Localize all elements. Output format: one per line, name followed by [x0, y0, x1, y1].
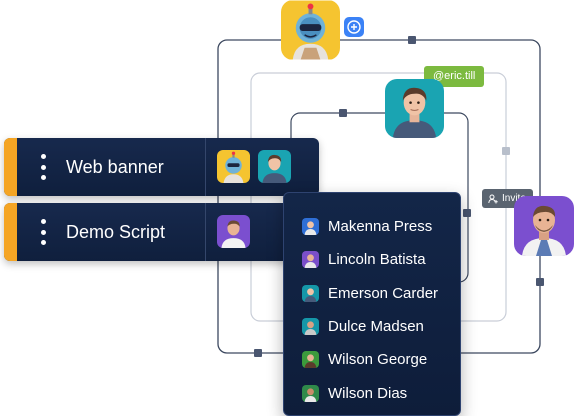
project-title: Demo Script — [66, 222, 166, 242]
card-divider — [205, 203, 206, 261]
eric-avatar[interactable] — [385, 79, 444, 138]
kebab-menu-icon[interactable] — [40, 219, 46, 245]
project-title: Web banner — [66, 157, 164, 177]
person-avatar-icon — [302, 250, 319, 268]
person-name: Dulce Madsen — [328, 317, 424, 335]
invite-label: Invite — [502, 193, 526, 204]
person-name: Makenna Press — [328, 217, 433, 235]
add-assignee-button[interactable] — [344, 17, 364, 37]
card-accent — [4, 138, 17, 196]
man-avatar-icon — [217, 215, 250, 248]
assignee-man-avatar[interactable] — [217, 215, 250, 248]
project-card-demo-script[interactable]: Demo Script — [4, 203, 319, 261]
person-avatar-icon — [302, 217, 319, 235]
card-divider — [205, 138, 206, 196]
card-accent — [4, 203, 17, 261]
person-avatar-icon — [302, 317, 319, 335]
people-list: Makenna Press Lincoln Batista Emerson Ca… — [283, 192, 461, 416]
list-item[interactable]: Makenna Press — [302, 215, 432, 237]
avatar — [302, 217, 319, 235]
list-item[interactable]: Lincoln Batista — [302, 248, 426, 270]
assignee-man-avatar[interactable] — [258, 150, 291, 183]
avatar — [302, 284, 319, 302]
person-name: Emerson Carder — [328, 284, 439, 302]
list-item[interactable]: Wilson George — [302, 348, 427, 370]
person-avatar-icon — [302, 350, 319, 368]
man-avatar-icon — [514, 196, 574, 256]
person-name: Wilson George — [328, 350, 428, 368]
man-avatar-icon — [258, 150, 291, 183]
man-avatar-icon — [385, 79, 444, 138]
invitee-avatar[interactable] — [514, 196, 574, 256]
person-avatar-icon — [302, 284, 319, 302]
plus-icon — [347, 20, 361, 34]
robot-avatar-icon — [281, 0, 340, 60]
robot-avatar[interactable] — [281, 0, 340, 60]
person-name: Wilson Dias — [328, 384, 408, 402]
avatar — [302, 384, 319, 402]
person-avatar-icon — [302, 384, 319, 402]
avatar — [302, 350, 319, 368]
avatar — [302, 317, 319, 335]
list-item[interactable]: Dulce Madsen — [302, 315, 424, 337]
assignee-robot-avatar[interactable] — [217, 150, 250, 183]
kebab-menu-icon[interactable] — [40, 154, 46, 180]
person-name: Lincoln Batista — [328, 250, 426, 268]
robot-avatar-icon — [217, 150, 250, 183]
list-item[interactable]: Wilson Dias — [302, 382, 407, 404]
avatar — [302, 250, 319, 268]
project-card-web-banner[interactable]: Web banner — [4, 138, 319, 196]
list-item[interactable]: Emerson Carder — [302, 282, 438, 304]
user-plus-icon — [488, 194, 498, 203]
